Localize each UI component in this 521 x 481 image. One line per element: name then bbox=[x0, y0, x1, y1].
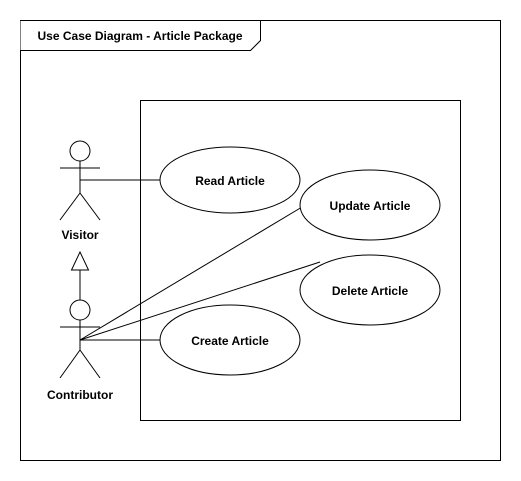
actor-head bbox=[69, 140, 91, 162]
actor-leg-right bbox=[79, 192, 101, 221]
actor-head bbox=[69, 299, 91, 321]
generalization-arrowhead bbox=[70, 250, 90, 271]
actor-name: Visitor bbox=[61, 228, 98, 242]
use-case-delete-article: Delete Article bbox=[299, 254, 441, 326]
use-case-label: Update Article bbox=[330, 199, 411, 213]
association-contributor-delete bbox=[79, 261, 321, 341]
use-case-label: Read Article bbox=[195, 174, 265, 188]
actor-name: Contributor bbox=[47, 388, 113, 402]
use-case-label: Create Article bbox=[191, 334, 269, 348]
actor-leg-left bbox=[59, 349, 81, 379]
use-case-read-article: Read Article bbox=[159, 146, 301, 214]
package-title: Use Case Diagram - Article Package bbox=[38, 29, 243, 43]
system-boundary bbox=[140, 100, 461, 421]
actor-visitor: Visitor bbox=[59, 140, 101, 242]
use-case-update-article: Update Article bbox=[299, 169, 441, 241]
actor-leg-right bbox=[79, 349, 101, 379]
association-contributor-update bbox=[79, 206, 303, 341]
actor-leg-left bbox=[59, 192, 81, 221]
use-case-label: Delete Article bbox=[332, 284, 409, 298]
use-case-create-article: Create Article bbox=[159, 304, 301, 376]
actor-contributor: Contributor bbox=[47, 299, 113, 402]
package-title-tab bbox=[20, 20, 261, 51]
